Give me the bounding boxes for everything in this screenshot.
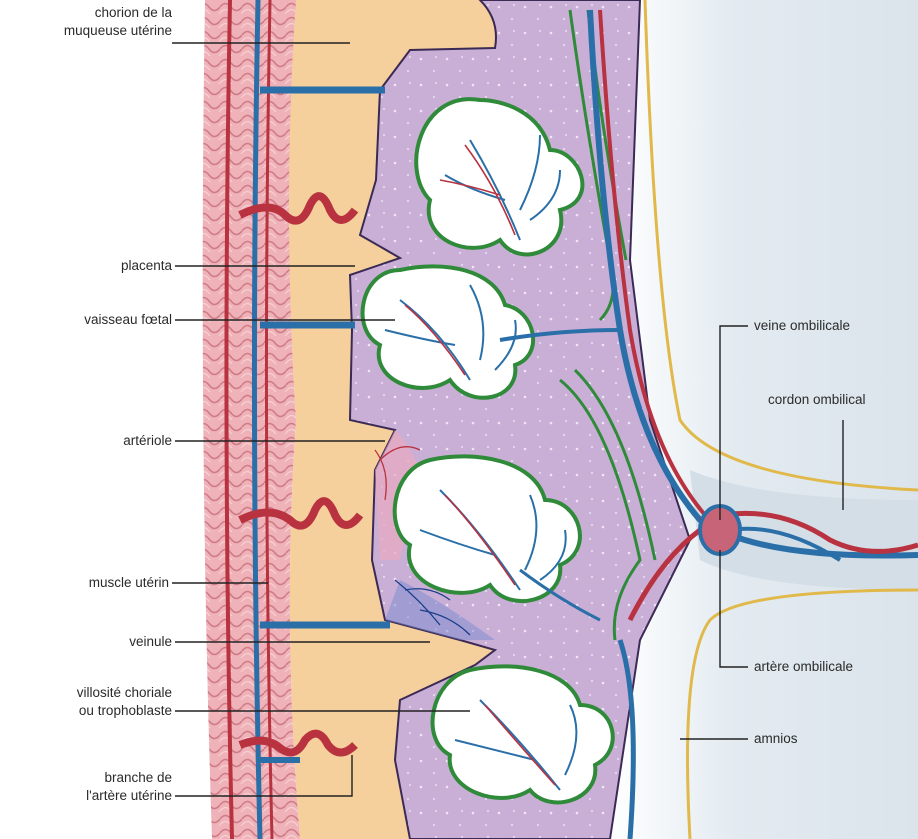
label-vaisseau-foetal: vaisseau fœtal bbox=[84, 311, 172, 329]
label-arteriole: artériole bbox=[123, 432, 172, 450]
label-artere-ombilicale: artère ombilicale bbox=[754, 658, 853, 676]
label-chorion: chorion de la muqueuse utérine bbox=[64, 4, 172, 40]
label-muscle-uterin: muscle utérin bbox=[89, 574, 169, 592]
label-cordon-ombilical: cordon ombilical bbox=[768, 391, 866, 409]
label-veine-ombilicale: veine ombilicale bbox=[754, 317, 850, 335]
label-villosite: villosité choriale ou trophoblaste bbox=[77, 684, 172, 720]
amniotic-region bbox=[610, 0, 918, 839]
label-amnios: amnios bbox=[754, 730, 798, 748]
label-branche: branche de l'artère utérine bbox=[86, 769, 172, 805]
label-veinule: veinule bbox=[129, 633, 172, 651]
uterine-muscle bbox=[203, 0, 300, 839]
label-placenta: placenta bbox=[121, 257, 172, 275]
